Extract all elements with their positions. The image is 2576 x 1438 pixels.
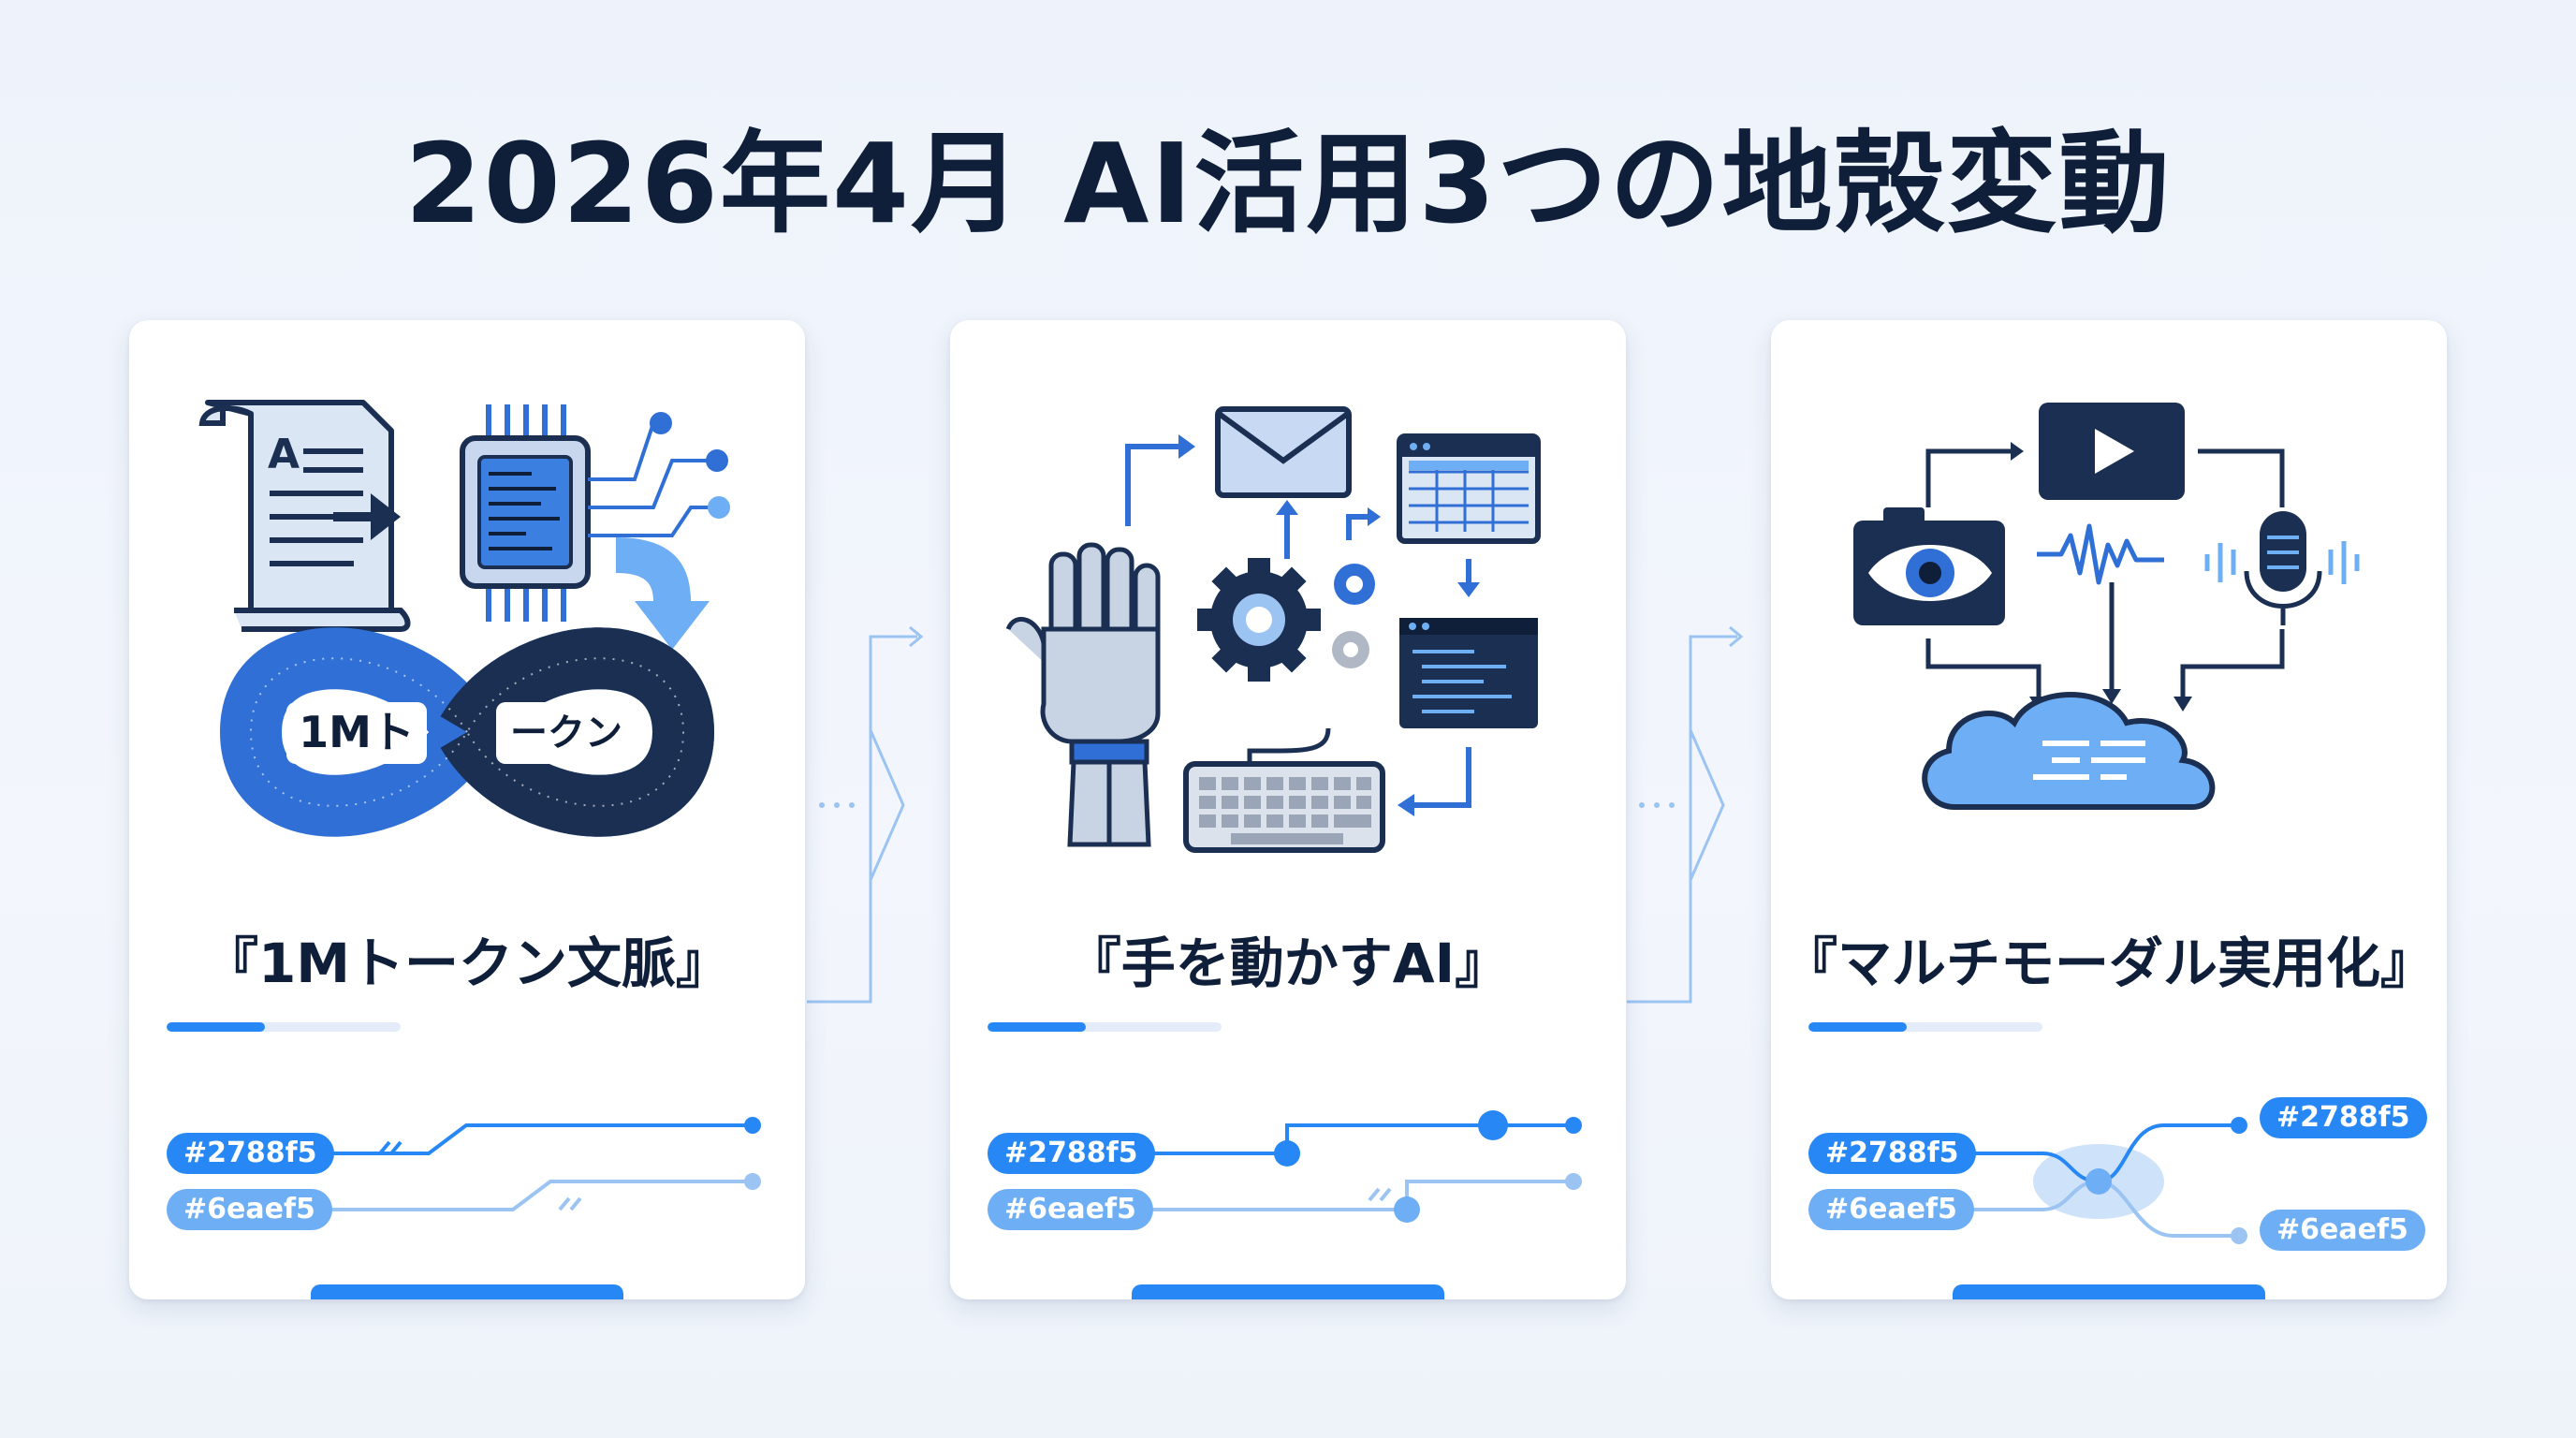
card-3-illustration	[1853, 403, 2360, 810]
card-hands-on-ai: 『手を動かすAI』 #2788f5 #6eaef5	[950, 320, 1626, 1299]
link-lines	[1930, 1117, 2247, 1244]
gear-icon	[1197, 558, 1375, 682]
card-caption: 『手を動かすAI』	[1066, 932, 1510, 995]
color-chip-output-top: #2788f5	[2260, 1097, 2427, 1138]
color-chip-primary: #2788f5	[167, 1133, 334, 1174]
robot-hand-icon	[1005, 542, 1161, 847]
waveform-icon	[2037, 523, 2164, 585]
progress-bar	[988, 1022, 1222, 1032]
progress-bar	[167, 1022, 401, 1032]
card-1-illustration: A	[198, 400, 730, 837]
link-lines	[288, 1117, 761, 1211]
card-multimodal: 『マルチモーダル実用化』 #2788f5 #6eaef5 #2788f5 #6e…	[1771, 320, 2447, 1299]
flow-connector-2	[1627, 625, 1744, 1004]
keyboard-icon	[1183, 727, 1385, 853]
card-2-illustration	[1005, 406, 1541, 853]
video-play-icon	[2039, 403, 2185, 500]
infinity-left-label: 1Mト	[299, 707, 415, 757]
flow-connector-1	[807, 625, 924, 1004]
color-chip-secondary: #6eaef5	[167, 1189, 332, 1230]
infinity-binary-icon: 1Mト ークン	[219, 627, 715, 837]
card-caption: 『マルチモーダル実用化』	[1782, 932, 2435, 995]
card-caption: 『1Mトークン文脈』	[203, 932, 731, 995]
color-chip-primary: #2788f5	[1808, 1133, 1976, 1174]
arrow-right-icon	[333, 493, 401, 540]
curved-arrow-icon	[616, 537, 710, 650]
processor-chip-icon	[460, 404, 730, 622]
envelope-icon	[1215, 406, 1352, 498]
document-scroll-icon: A	[198, 400, 411, 632]
page-title: 2026年4月 AI活用3つの地殻変動	[404, 119, 2172, 248]
card-bottom-bar	[1953, 1284, 2265, 1299]
color-chip-output-bottom: #6eaef5	[2260, 1210, 2425, 1251]
camera-eye-icon	[1853, 507, 2005, 625]
infinity-right-label: ークン	[510, 712, 622, 755]
microphone-icon	[2204, 511, 2360, 625]
spreadsheet-icon	[1397, 433, 1541, 544]
card-bottom-bar	[311, 1284, 623, 1299]
link-lines	[1109, 1110, 1582, 1223]
terminal-icon	[1399, 618, 1538, 728]
progress-bar	[1808, 1022, 2042, 1032]
card-1m-token-context: A	[129, 320, 805, 1299]
color-chip-secondary: #6eaef5	[1808, 1189, 1974, 1230]
color-chip-primary: #2788f5	[988, 1133, 1155, 1174]
doc-letter: A	[268, 431, 300, 478]
card-bottom-bar	[1132, 1284, 1444, 1299]
cloud-icon	[1922, 692, 2216, 810]
color-chip-secondary: #6eaef5	[988, 1189, 1153, 1230]
